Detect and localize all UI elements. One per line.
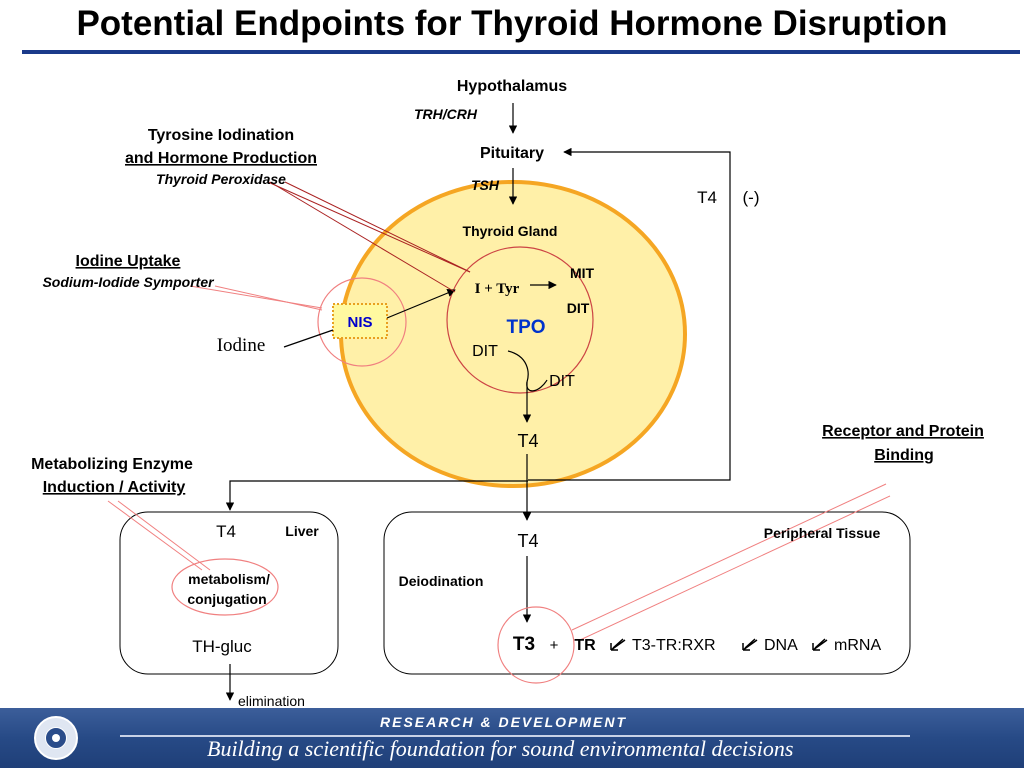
thyroid-diagram: Hypothalamus TRH/CRH Pituitary TSH T4 (-… [31, 78, 984, 708]
iodine-uptake-sub: Sodium-Iodide Symporter [42, 274, 215, 290]
iodine-uptake-title: Iodine Uptake [76, 253, 181, 270]
deiodination-label: Deiodination [399, 573, 484, 589]
tyrosine-callout-title: Tyrosine Iodination [148, 127, 294, 144]
th-gluc-label: TH-gluc [192, 637, 252, 656]
receptor-callout-title2: Binding [874, 447, 934, 464]
hand-arrow-icon [610, 638, 626, 651]
title-underline [22, 50, 1020, 54]
iodine-callout-line-a [189, 285, 323, 309]
receptor-callout-line-b [579, 495, 891, 641]
tyrosine-callout-sub: Thyroid Peroxidase [156, 171, 286, 187]
liver-box [119, 511, 339, 675]
dit-right-label: DIT [567, 300, 590, 316]
footer-banner: RESEARCH & DEVELOPMENT Building a scient… [0, 708, 1024, 768]
peripheral-tissue-label: Peripheral Tissue [764, 525, 881, 541]
liver-label: Liver [285, 523, 319, 539]
hand-arrow-icon [812, 638, 828, 651]
iodine-line [283, 329, 334, 348]
feedback-sign-label: (-) [743, 188, 760, 207]
t4-to-liver-line [225, 480, 528, 511]
tyrosine-callout-line-b [284, 181, 471, 273]
metab-callout-line-a [107, 500, 203, 571]
tyrosine-callout-title2: and Hormone Production [125, 150, 317, 167]
thyroid-cell-outline [446, 246, 594, 394]
nis-highlight-circle [317, 277, 407, 367]
footer-tagline: Building a scientific foundation for sou… [207, 736, 794, 761]
t3-tr-rxr-label: T3-TR:RXR [632, 637, 716, 654]
iodine-callout-line-b [214, 285, 323, 311]
metab-highlight-ellipse [171, 558, 279, 616]
tsh-label: TSH [471, 177, 500, 193]
i-tyr-label: I + Tyr [475, 281, 520, 297]
nis-to-itr-arrow [386, 288, 456, 319]
pituitary-label: Pituitary [480, 145, 544, 162]
receptor-callout-line-a [571, 483, 887, 631]
trh-crh-label: TRH/CRH [414, 106, 478, 122]
t3-highlight-circle [497, 606, 575, 684]
iodine-label: Iodine [217, 335, 266, 356]
peripheral-tissue-box [383, 511, 911, 675]
dna-label: DNA [764, 637, 798, 654]
nis-label: NIS [347, 314, 372, 331]
hand-arrow-icon [742, 638, 758, 651]
feedback-loop-line [528, 147, 731, 481]
peripheral-t4-label: T4 [517, 531, 538, 551]
thyroid-gland-label: Thyroid Gland [463, 223, 558, 239]
footer-research-development: RESEARCH & DEVELOPMENT [380, 714, 628, 730]
t4-gland-output-label: T4 [517, 431, 538, 451]
seal-center-dot [52, 734, 60, 742]
mit-label: MIT [570, 265, 595, 281]
metab-callout-title: Metabolizing Enzyme [31, 456, 193, 473]
metabolism-label: metabolism/ [188, 571, 270, 587]
dit-left-label: DIT [472, 343, 498, 360]
hypothalamus-label: Hypothalamus [457, 78, 567, 95]
tyrosine-callout-line-a [267, 181, 471, 273]
tr-label: TR [574, 637, 596, 654]
dit-lower-label: DIT [549, 373, 575, 390]
tpo-label: TPO [506, 317, 545, 338]
page-title: Potential Endpoints for Thyroid Hormone … [76, 4, 948, 43]
feedback-t4-label: T4 [697, 188, 717, 207]
metab-callout-line-b [117, 500, 211, 571]
mrna-label: mRNA [834, 637, 881, 654]
agency-seal-logo [34, 716, 78, 760]
metab-callout-title2: Induction / Activity [43, 479, 186, 496]
seal-inner-ring [45, 727, 67, 749]
tyrosine-callout-line-c [269, 181, 456, 293]
nis-box [332, 303, 388, 339]
receptor-callout-title: Receptor and Protein [822, 423, 984, 440]
conjugation-label: conjugation [187, 591, 266, 607]
liver-t4-label: T4 [216, 522, 236, 541]
footer-divider [120, 735, 910, 737]
elimination-label: elimination [238, 693, 305, 708]
t3-label: T3 [513, 634, 535, 655]
plus-label: + [550, 637, 559, 654]
